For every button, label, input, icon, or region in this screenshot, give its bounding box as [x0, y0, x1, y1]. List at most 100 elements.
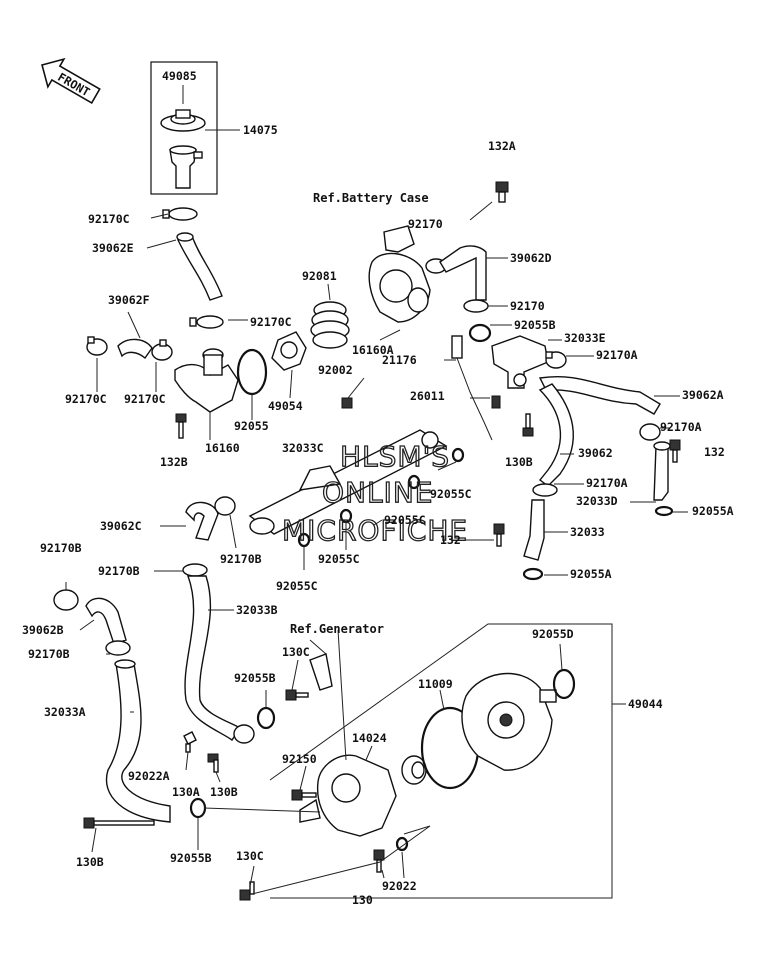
- bolt-132: [669, 439, 681, 463]
- label-92055D: 92055D: [532, 627, 574, 641]
- bolt-132B: [175, 413, 187, 439]
- label-39062E: 39062E: [92, 241, 134, 255]
- label-16160A: 16160A: [352, 343, 394, 357]
- bolt-92002: [341, 397, 353, 409]
- label-130B-mid: 130B: [505, 455, 533, 469]
- label-14024: 14024: [352, 731, 387, 745]
- label-130B-left: 130B: [76, 855, 104, 869]
- spring-92081: [310, 301, 350, 349]
- pipe-32033A: [105, 659, 171, 823]
- label-92170B-left2: 92170B: [28, 647, 70, 661]
- watermark-line-3: MICROFICHE: [282, 514, 468, 547]
- o-ring-92055B-mid: [256, 706, 276, 730]
- joint-32033E: [491, 335, 549, 389]
- label-32033A: 32033A: [44, 705, 86, 719]
- bracket-generator: [309, 653, 333, 691]
- leader-lines: [65, 201, 688, 887]
- label-92055C-a: 92055C: [430, 487, 472, 501]
- label-130C-low: 130C: [236, 849, 264, 863]
- bolt-130: [373, 849, 385, 873]
- label-92170B-left: 92170B: [40, 541, 82, 555]
- hose-39062D: [439, 245, 487, 301]
- label-92055B-mid: 92055B: [234, 671, 276, 685]
- label-92170B-b: 92170B: [98, 564, 140, 578]
- label-16160: 16160: [205, 441, 240, 455]
- hose-32033B: [184, 575, 241, 741]
- label-92170C-left2: 92170C: [124, 392, 166, 406]
- label-26011: 26011: [410, 389, 445, 403]
- o-ring-92055D: [552, 668, 576, 700]
- label-39062C: 39062C: [100, 519, 142, 533]
- label-32033E: 32033E: [564, 331, 606, 345]
- label-92170C-top: 92170C: [88, 212, 130, 226]
- label-49085: 49085: [162, 69, 197, 83]
- bolt-132A: [495, 181, 509, 203]
- label-132B: 132B: [160, 455, 188, 469]
- label-92055C-c: 92055C: [384, 513, 426, 527]
- bolt-130A-130B: [207, 753, 219, 773]
- clamp-92170C-left: [86, 336, 108, 356]
- pipe-32033D: [653, 441, 671, 501]
- label-92170C-mid: 92170C: [250, 315, 292, 329]
- o-ring-92055B-top: [468, 323, 492, 343]
- label-92022A: 92022A: [128, 769, 170, 783]
- clamp-92170C-top: [162, 207, 198, 221]
- label-11009: 11009: [418, 677, 453, 691]
- clamp-92170A-top: [545, 351, 567, 369]
- label-92055A-low: 92055A: [570, 567, 612, 581]
- clamp-92170B-low: [233, 724, 255, 744]
- label-130A: 130A: [172, 785, 200, 799]
- label-49044: 49044: [628, 697, 663, 711]
- clamp-92170B-left2: [105, 640, 131, 656]
- label-132-b: 132: [440, 533, 461, 547]
- label-92081: 92081: [302, 269, 337, 283]
- part-labels: 49085 14075 132A 92170C 92170 39062E 390…: [22, 69, 734, 907]
- label-132A: 132A: [488, 139, 516, 153]
- housing-16160A: [368, 252, 431, 323]
- hose-39062E: [176, 232, 223, 301]
- label-92170A-mid: 92170A: [586, 476, 628, 490]
- bracket-battery-case: [383, 225, 415, 253]
- o-ring-92055C-c: [407, 474, 421, 490]
- label-130: 130: [352, 893, 373, 907]
- cap-assembly-box: [150, 61, 218, 195]
- hose-39062C: [185, 501, 219, 541]
- thermostat-housing-16160: [174, 348, 239, 413]
- washer-92022A: [183, 731, 197, 753]
- label-92022: 92022: [382, 879, 417, 893]
- label-92170B-a: 92170B: [220, 552, 262, 566]
- pipe-32033C: [248, 429, 448, 535]
- label-92170-a: 92170: [408, 217, 443, 231]
- o-ring-92055A-right: [654, 505, 674, 517]
- label-39062B: 39062B: [22, 623, 64, 637]
- label-130B-low: 130B: [210, 785, 238, 799]
- ref-generator: Ref.Generator: [290, 622, 384, 636]
- label-92170A-top: 92170A: [596, 348, 638, 362]
- clamp-92170B-left: [53, 589, 79, 611]
- o-ring-92055B-low: [189, 797, 207, 819]
- water-pump-49044: [461, 672, 557, 771]
- o-ring-92055C-a: [451, 447, 465, 463]
- hose-39062A: [538, 376, 661, 415]
- label-32033C: 32033C: [282, 441, 324, 455]
- pump-cover-14024: [299, 754, 397, 837]
- label-21176: 21176: [382, 353, 417, 367]
- label-92055A-right: 92055A: [692, 504, 734, 518]
- clamp-92170A-right: [639, 423, 661, 441]
- bolt-132-b: [493, 523, 505, 547]
- o-ring-92055A-low: [522, 567, 544, 581]
- ref-battery-case: Ref.Battery Case: [313, 191, 429, 205]
- hose-39062: [538, 383, 574, 487]
- clamp-92170A-mid: [532, 483, 558, 497]
- watermark-line-2: ONLINE: [322, 476, 433, 509]
- bolt-130B-mid: [522, 413, 534, 437]
- label-39062F: 39062F: [108, 293, 150, 307]
- label-92055B-low: 92055B: [170, 851, 212, 865]
- label-92170A-right: 92170A: [660, 420, 702, 434]
- filler-neck: [169, 145, 203, 189]
- clamp-92170C-mid: [189, 315, 224, 329]
- clamp-92170-b: [463, 299, 489, 313]
- thermostat-49054: [271, 331, 307, 371]
